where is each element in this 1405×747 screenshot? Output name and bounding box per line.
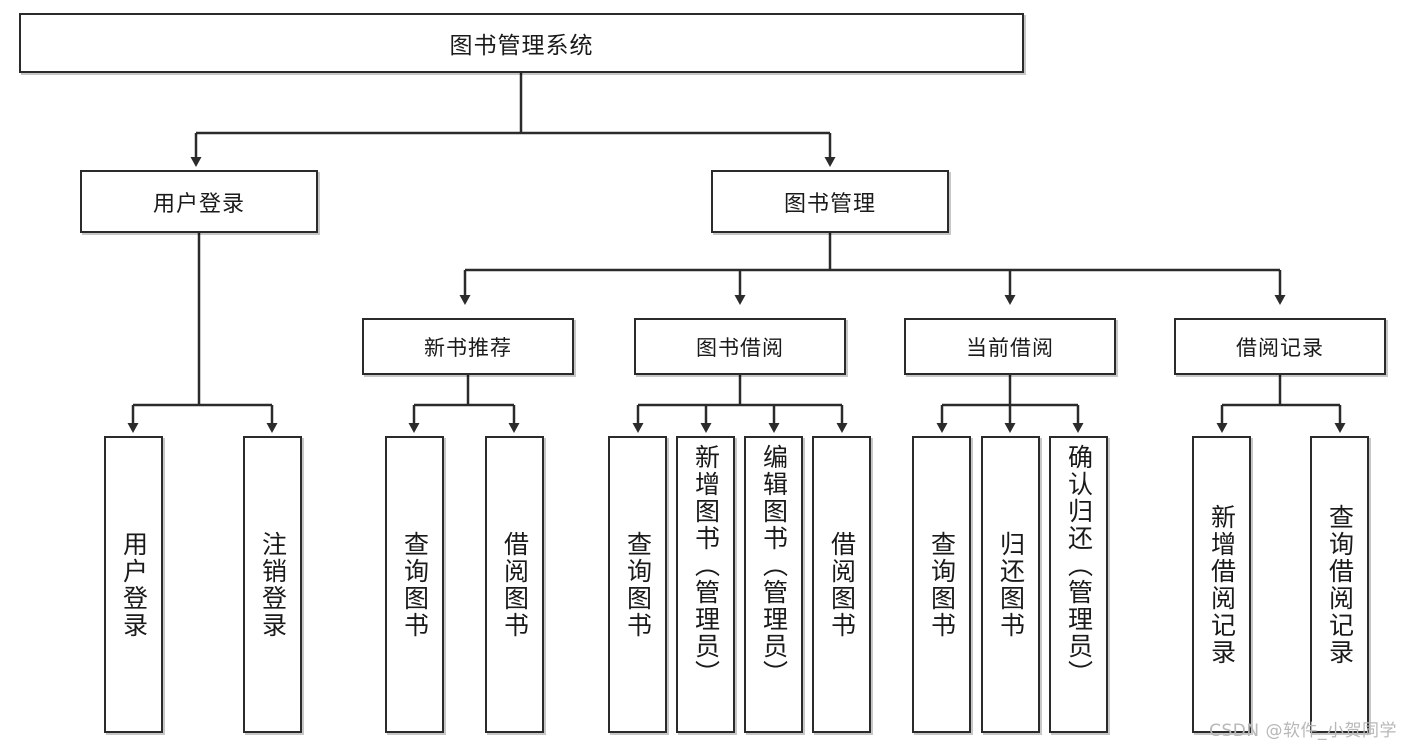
leaf-label: 确认归还（管理员） — [1064, 444, 1094, 687]
leaf-label: 新增图书（管理员） — [691, 444, 721, 687]
leaf-label: 编辑图书（管理员） — [759, 444, 789, 687]
leaf-label: 查询借阅记录 — [1325, 503, 1355, 666]
node-book-management[interactable]: 图书管理 — [711, 170, 949, 233]
node-book-borrow[interactable]: 图书借阅 — [634, 318, 846, 375]
leaf-new-book-query[interactable]: 查询图书 — [385, 436, 444, 733]
leaf-user-login-signin[interactable]: 用户登录 — [104, 436, 163, 733]
node-new-book-recommend-label: 新书推荐 — [424, 335, 512, 360]
node-root[interactable]: 图书管理系统 — [19, 13, 1024, 73]
leaf-label: 借阅图书 — [827, 530, 857, 639]
leaf-label: 查询图书 — [927, 530, 957, 639]
node-borrow-record-label: 借阅记录 — [1236, 335, 1324, 360]
leaf-book-borrow-borrow[interactable]: 借阅图书 — [812, 436, 871, 733]
node-root-label: 图书管理系统 — [449, 33, 594, 59]
leaf-label: 借阅图书 — [500, 530, 530, 639]
leaf-current-borrow-return[interactable]: 归还图书 — [981, 436, 1040, 733]
leaf-current-borrow-confirm-return[interactable]: 确认归还（管理员） — [1049, 436, 1108, 733]
node-book-management-label: 图书管理 — [783, 191, 876, 217]
watermark: CSDN @软件_小贺同学 — [1209, 721, 1397, 741]
leaf-current-borrow-query[interactable]: 查询图书 — [912, 436, 971, 733]
leaf-user-login-signout[interactable]: 注销登录 — [243, 436, 302, 733]
node-new-book-recommend[interactable]: 新书推荐 — [362, 318, 574, 375]
leaf-label: 注销登录 — [258, 530, 288, 639]
leaf-label: 新增借阅记录 — [1207, 503, 1237, 666]
leaf-borrow-record-query[interactable]: 查询借阅记录 — [1310, 436, 1369, 733]
leaf-borrow-record-add[interactable]: 新增借阅记录 — [1192, 436, 1251, 733]
node-current-borrow[interactable]: 当前借阅 — [904, 318, 1116, 375]
node-current-borrow-label: 当前借阅 — [966, 335, 1054, 360]
node-book-borrow-label: 图书借阅 — [696, 335, 784, 360]
leaf-label: 用户登录 — [119, 530, 149, 639]
leaf-label: 归还图书 — [996, 530, 1026, 639]
leaf-label: 查询图书 — [623, 530, 653, 639]
leaf-book-borrow-edit[interactable]: 编辑图书（管理员） — [744, 436, 803, 733]
leaf-new-book-borrow[interactable]: 借阅图书 — [485, 436, 544, 733]
node-user-login-label: 用户登录 — [152, 191, 245, 217]
node-borrow-record[interactable]: 借阅记录 — [1174, 318, 1386, 375]
leaf-label: 查询图书 — [400, 530, 430, 639]
node-user-login[interactable]: 用户登录 — [80, 170, 318, 233]
leaf-book-borrow-query[interactable]: 查询图书 — [608, 436, 667, 733]
leaf-book-borrow-add[interactable]: 新增图书（管理员） — [676, 436, 735, 733]
